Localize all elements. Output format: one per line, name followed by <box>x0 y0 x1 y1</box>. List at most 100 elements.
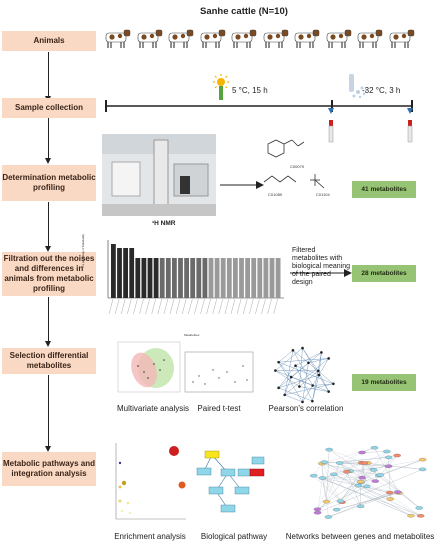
bar <box>165 258 171 298</box>
network-node <box>316 369 320 373</box>
network-node <box>393 453 401 458</box>
bar <box>141 258 147 298</box>
bar <box>172 258 177 298</box>
network-node <box>418 457 427 462</box>
flow-line-3 <box>48 202 49 250</box>
bar <box>239 258 244 298</box>
bar <box>178 258 183 298</box>
bar <box>117 248 122 298</box>
network-node <box>313 507 322 512</box>
result-19-metabolites: 19 metabolites <box>352 374 416 391</box>
cow-icon <box>326 29 351 48</box>
network-node <box>332 382 335 386</box>
down-arrow-icon <box>45 446 51 452</box>
network-node <box>336 499 345 503</box>
cow-icon <box>263 29 288 48</box>
network-node <box>322 499 331 504</box>
bar <box>269 258 275 298</box>
network-node <box>358 450 366 455</box>
network-node <box>384 455 393 460</box>
network-node <box>356 504 365 509</box>
result-41-metabolites: 41 metabolites <box>352 181 416 198</box>
bar <box>257 258 263 298</box>
network-node <box>327 390 330 393</box>
bar <box>251 258 257 298</box>
individuality-bar-chart <box>107 240 284 315</box>
caption-ttest: Paired t-test <box>197 404 241 413</box>
down-arrow-icon <box>45 246 51 252</box>
bar <box>214 258 220 298</box>
network-node <box>298 385 301 388</box>
flow-line-4 <box>48 297 49 345</box>
step-sample-collection: Sample collection <box>2 98 96 118</box>
network-node <box>407 513 415 518</box>
cow-icon <box>168 29 194 48</box>
caption-enrichment: Enrichment analysis <box>114 532 186 541</box>
network-node <box>324 515 333 519</box>
bar <box>135 258 141 298</box>
network-node <box>363 484 371 489</box>
network-node <box>311 384 314 387</box>
network-node <box>358 475 366 480</box>
multivariate-plot <box>117 341 181 393</box>
cow-icon <box>200 29 225 48</box>
result-28-metabolites: 28 metabolites <box>352 265 416 282</box>
pathway-diagram <box>196 450 265 513</box>
network-node <box>393 490 402 494</box>
network-node <box>311 399 314 403</box>
gene-metabolite-network <box>309 446 427 519</box>
network-node <box>369 468 378 472</box>
network-node <box>330 472 338 477</box>
bar <box>196 258 202 298</box>
bar <box>147 258 153 298</box>
chart-y-label: The percentage of individuality <box>82 234 85 268</box>
ttest-plot <box>184 351 254 393</box>
bar <box>226 258 232 298</box>
network-node <box>354 483 363 488</box>
bar <box>190 258 196 298</box>
bar <box>184 258 189 298</box>
step-determination: Determination metabolic profiling <box>2 165 96 201</box>
bar <box>208 258 214 298</box>
network-node <box>277 386 280 390</box>
bar <box>275 258 281 298</box>
structure-id-2: C01089 <box>268 192 283 197</box>
chemical-structures <box>263 139 325 189</box>
network-node <box>301 346 304 350</box>
network-node <box>385 490 394 495</box>
right-arrow-icon <box>220 181 264 189</box>
network-node <box>309 473 318 478</box>
bar <box>111 244 116 298</box>
step-filtration: Filtration out the noises and difference… <box>2 252 96 296</box>
bar <box>220 258 226 298</box>
network-node <box>294 364 297 368</box>
sun-icon <box>213 74 229 100</box>
bar <box>123 248 128 298</box>
caption-pearson: Pearson's correlation <box>268 404 344 413</box>
nmr-photo <box>102 134 216 216</box>
bar <box>202 258 208 298</box>
network-node <box>335 461 344 465</box>
cow-icon <box>231 29 257 48</box>
bar <box>153 258 159 298</box>
condition-warm-label: 5 °C, 15 h <box>232 86 268 95</box>
flow-line-2 <box>48 118 49 162</box>
cow-icon <box>389 29 414 48</box>
pearson-network <box>274 346 335 404</box>
structure-id-3: C01104 <box>316 192 330 197</box>
network-node <box>360 461 369 465</box>
cow-icon <box>294 29 320 48</box>
network-node <box>274 369 277 372</box>
down-arrow-icon <box>45 158 51 164</box>
network-node <box>384 464 393 468</box>
bar <box>263 258 269 298</box>
blood-tube-icon <box>407 108 413 143</box>
diagram-title: Sanhe cattle (N=10) <box>200 6 288 17</box>
network-node <box>320 351 323 354</box>
network-node <box>416 514 425 518</box>
network-node <box>313 510 322 515</box>
network-node <box>415 506 423 510</box>
network-node <box>327 357 330 360</box>
caption-multivariate: Multivariate analysis <box>116 404 190 413</box>
network-node <box>386 497 395 501</box>
